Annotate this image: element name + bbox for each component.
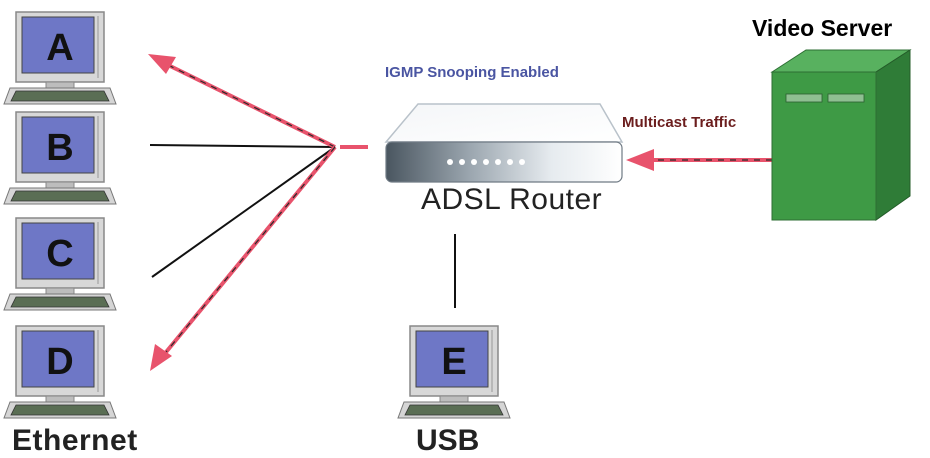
adsl-router-label: ADSL Router <box>421 183 603 216</box>
computer-b-letter: B <box>46 127 73 169</box>
video-server <box>770 49 912 221</box>
multicast-arrows <box>148 54 772 371</box>
line-to-c <box>151 146 336 278</box>
usb-label: USB <box>416 424 480 457</box>
computer-e: E <box>397 325 511 419</box>
arrowhead-d <box>150 344 172 371</box>
igmp-snooping-label: IGMP Snooping Enabled <box>385 64 559 81</box>
computer-d: D <box>3 325 117 419</box>
computer-a: A <box>3 11 117 105</box>
adsl-router <box>384 103 624 183</box>
computer-d-letter: D <box>46 341 73 383</box>
ethernet-label: Ethernet <box>12 424 138 457</box>
computer-e-letter: E <box>441 341 466 383</box>
computer-a-letter: A <box>46 27 73 69</box>
video-server-label: Video Server <box>752 15 893 41</box>
computer-c: C <box>3 217 117 311</box>
connection-lines <box>149 144 456 308</box>
computer-c-letter: C <box>46 233 73 275</box>
multicast-traffic-label: Multicast Traffic <box>622 114 737 131</box>
line-to-b <box>149 144 336 148</box>
arrowhead-a <box>148 54 176 74</box>
router-leds <box>447 159 525 165</box>
arrowhead-router <box>626 149 654 171</box>
computer-b: B <box>3 111 117 205</box>
